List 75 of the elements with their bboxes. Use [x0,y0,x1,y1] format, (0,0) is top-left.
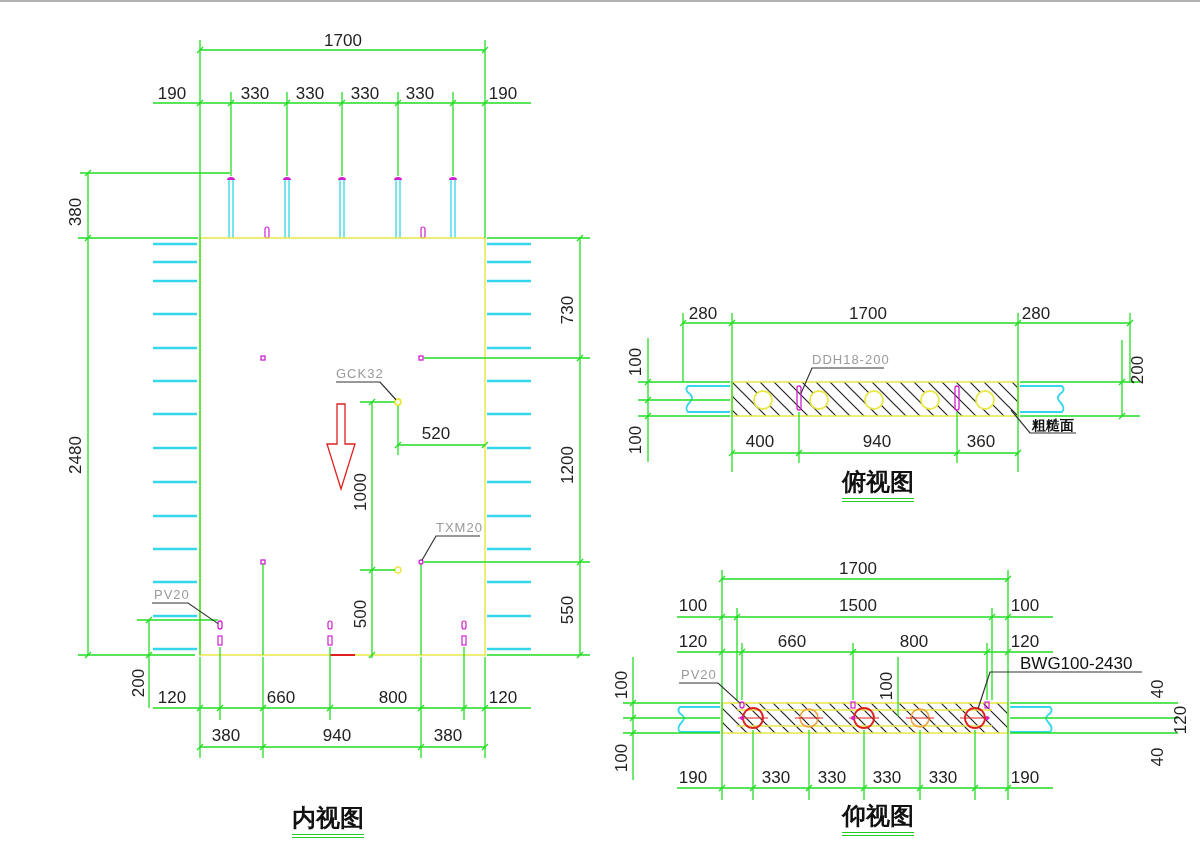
dimension-text: 40 [1148,747,1166,767]
dimension-text: 100 [612,670,630,700]
dimension-text: 360 [966,432,996,450]
callout-label: PV20 [154,587,190,603]
callout-label: TXM20 [436,520,483,536]
dimension-text: 200 [1128,355,1146,385]
dimension-text: 1700 [849,304,887,322]
dimension-text: 730 [558,295,576,325]
view-title: 仰视图 [842,804,914,836]
dimension-text: 330 [350,84,380,102]
dimension-text: 380 [211,726,241,744]
dimension-text: 380 [66,197,84,227]
dimension-text: 1700 [839,559,877,577]
dimension-text: 500 [351,599,369,629]
dimension-text: 550 [558,595,576,625]
dimension-text: 100 [678,596,708,614]
dimension-text: 520 [421,424,451,442]
leader-line [151,602,219,625]
dimension-text: 2480 [66,436,84,474]
embedded-part [796,385,802,411]
leader-line [421,535,481,561]
embedded-part [418,559,424,565]
dimension-text: 120 [157,688,187,706]
dimension-text: 1500 [839,596,877,614]
callout-label: BWG100-2430 [1020,656,1133,672]
dimension-text: 660 [777,632,807,650]
embedded-part [739,701,745,709]
callout-label: GCK32 [336,366,384,382]
leader-line [678,682,741,704]
dimension-text: 120 [488,688,518,706]
dimension-text: 1700 [324,31,362,49]
dimension-text: 100 [612,743,630,773]
dimension-text: 100 [626,425,644,455]
dimension-text: 190 [488,84,518,102]
dimension-text: 800 [899,632,929,650]
pipe-sleeve [394,398,402,406]
dimension-text: 1200 [558,446,576,484]
embedded-part [217,620,223,630]
dimension-text: 120 [1171,705,1189,735]
dimension-text: 330 [761,768,791,786]
dimension-text: 100 [626,347,644,377]
dimension-text: 1000 [351,473,369,511]
callout-label: 粗糙面 [1032,417,1074,433]
dimension-text: 940 [862,432,892,450]
view-title: 俯视图 [842,470,914,502]
dimension-text: 380 [433,726,463,744]
dimension-text: 330 [817,768,847,786]
dimension-text: 330 [240,84,270,102]
dimension-text: 330 [405,84,435,102]
dimension-text: 940 [322,726,352,744]
leader-line [800,367,885,394]
dimension-text: 100 [1010,596,1040,614]
dimension-text: 660 [266,688,296,706]
dimension-text: 280 [1021,304,1051,322]
dimension-text: 190 [1010,768,1040,786]
dimension-text: 280 [688,304,718,322]
dimension-text: 190 [157,84,187,102]
dimension-text: 120 [1010,632,1040,650]
leader-line [335,381,397,401]
callout-label: DDH18-200 [812,352,890,368]
view-title: 内视图 [292,806,364,838]
pipe-sleeve [964,707,986,729]
dimension-text: 330 [872,768,902,786]
dimension-text: 190 [678,768,708,786]
dimension-text: 330 [928,768,958,786]
callout-label: PV20 [681,667,717,683]
dimension-text: 120 [678,632,708,650]
dimension-text: 200 [129,668,147,698]
leader-line [977,671,1143,710]
dimension-text: 40 [1148,679,1166,699]
dimension-text: 400 [745,432,775,450]
leader-line [1010,409,1077,434]
dimension-text: 100 [877,671,895,701]
dimension-text: 330 [295,84,325,102]
dimension-text: 800 [378,688,408,706]
